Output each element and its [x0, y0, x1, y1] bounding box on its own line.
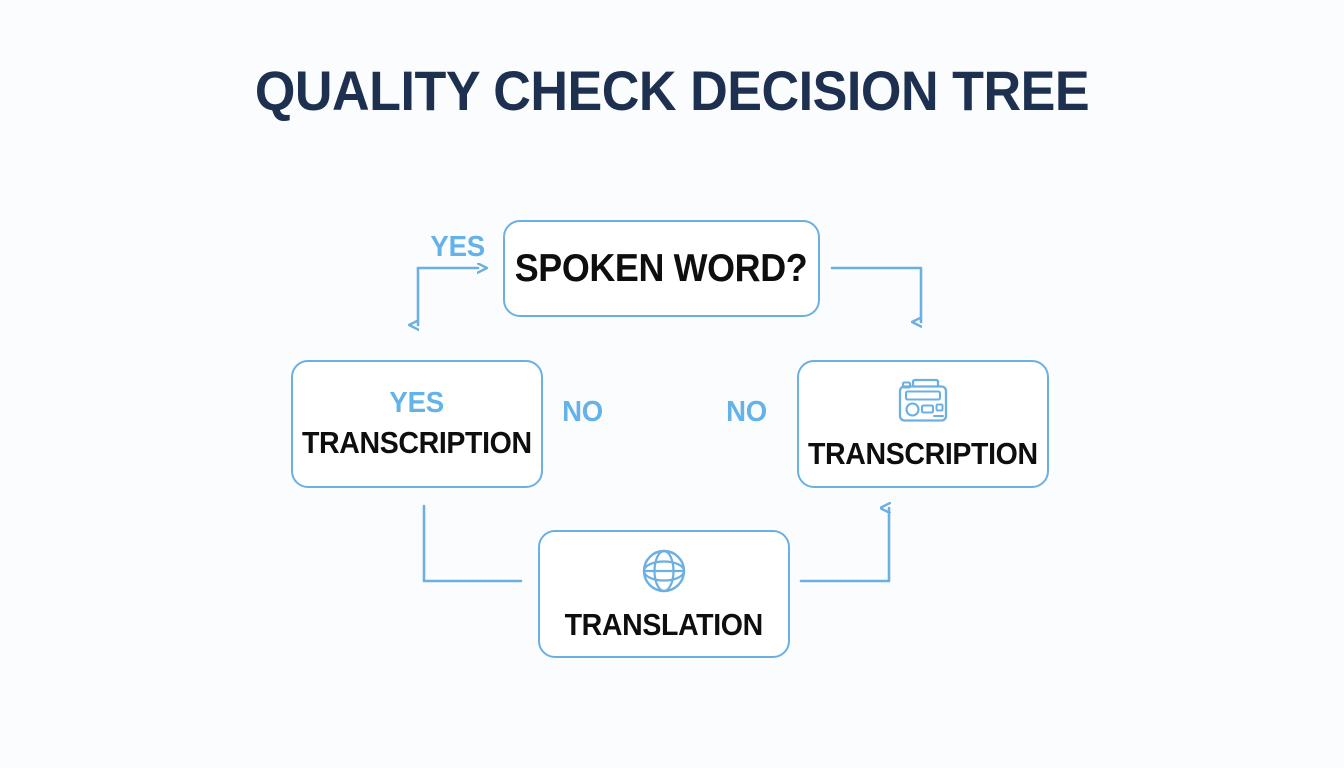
edge-no-to-transcription-right	[830, 266, 923, 322]
node-transcription-left-label: TRANSCRIPTION	[302, 425, 532, 460]
page-title: QUALITY CHECK DECISION TREE	[254, 59, 1090, 122]
node-spoken-word-label: SPOKEN WORD?	[515, 246, 808, 290]
node-transcription-right-label: TRANSCRIPTION	[808, 435, 1038, 471]
node-transcription-left-sublabel: YES	[389, 387, 445, 419]
edge-label-yes-top: YES	[430, 231, 486, 263]
node-spoken-word[interactable]: SPOKEN WORD?	[503, 220, 820, 317]
edge-label-no-right: NO	[726, 396, 768, 428]
node-transcription-left[interactable]: YES TRANSCRIPTION	[291, 360, 543, 488]
node-translation-label: TRANSLATION	[564, 606, 764, 642]
radio-icon	[892, 377, 954, 430]
node-translation[interactable]: TRANSLATION	[538, 530, 790, 658]
node-transcription-right[interactable]: TRANSCRIPTION	[797, 360, 1049, 488]
edge-transcription-left-to-translation	[422, 504, 523, 583]
edge-label-no-left: NO	[562, 396, 604, 428]
globe-icon	[639, 546, 689, 601]
edge-translation-to-transcription-right	[799, 508, 889, 583]
